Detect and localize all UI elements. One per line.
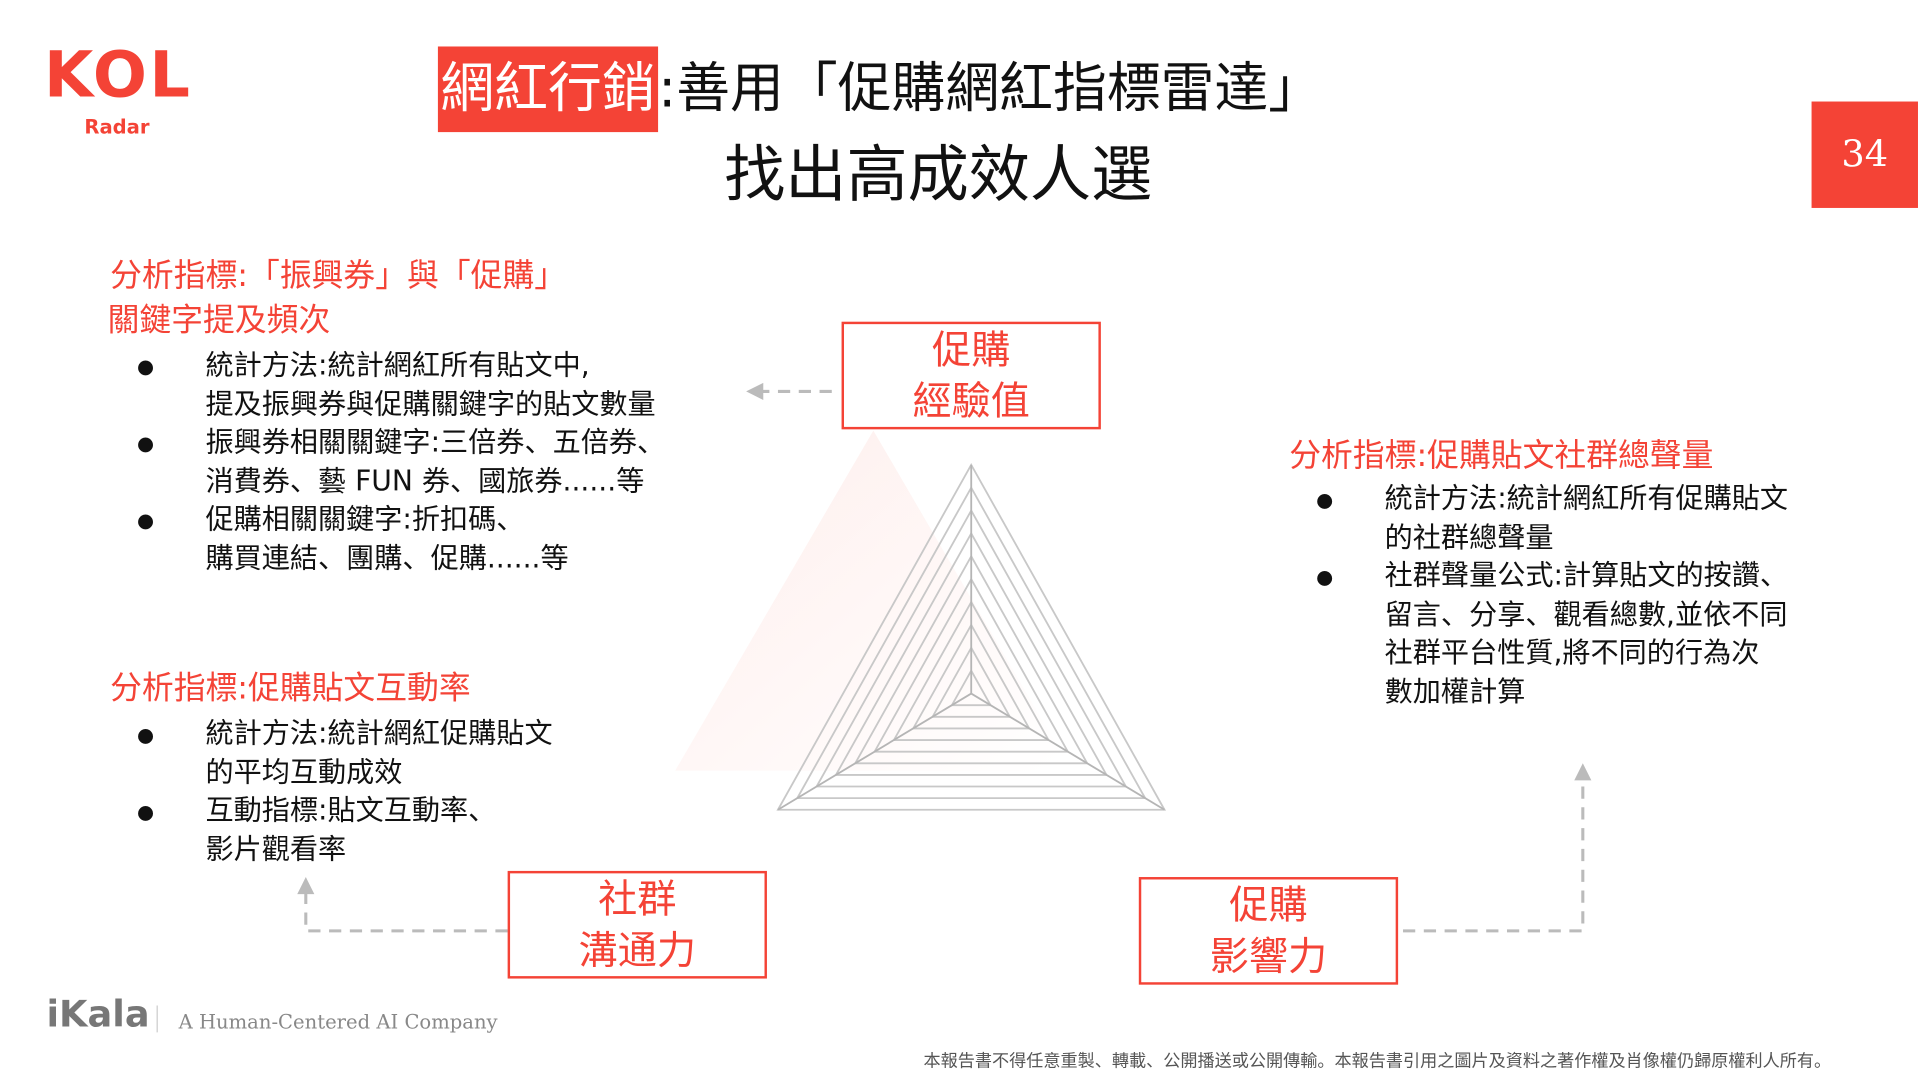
radar-ring — [815, 508, 1128, 788]
axis-box-community-communication: 社群溝通力 — [507, 870, 767, 979]
radar-ring — [911, 623, 1031, 730]
logo-brand: KOL — [44, 39, 193, 113]
radar-ring — [873, 577, 1070, 753]
axis-label-line2: 經驗值 — [912, 377, 1030, 425]
axis-label-line1: 社群 — [598, 875, 677, 923]
axis-box-purchase-influence: 促購影響力 — [1138, 877, 1399, 985]
bullet-item: 振興券相關關鍵字:三倍券、五倍券、 消費券、藝 FUN 券、國旅券......等 — [137, 424, 665, 501]
radar-ring — [892, 600, 1051, 741]
section-heading: 分析指標:「振興券」與「促購」 — [110, 258, 567, 295]
title-line-1: 網紅行銷:善用「促購網紅指標雷達」 — [437, 46, 1323, 133]
copyright-notice: 本報告書不得任意重製、轉載、公開播送或公開傳輸。本報告書引用之圖片及資料之著作權… — [923, 1051, 1832, 1072]
bullet-item: 統計方法:統計網紅所有促購貼文 的社群總聲量 — [1316, 481, 1788, 558]
section-heading: 分析指標:促購貼文社群總聲量 — [1289, 437, 1714, 475]
axis-label-line1: 促購 — [1229, 881, 1308, 929]
section-social-volume: 分析指標:促購貼文社群總聲量 統計方法:統計網紅所有促購貼文 的社群總聲量 社群… — [1289, 434, 1788, 712]
section-keyword-frequency: 分析指標:「振興券」與「促購」 關鍵字提及頻次 統計方法:統計網紅所有貼文中, … — [107, 254, 665, 579]
axis-label-line2: 影響力 — [1209, 933, 1328, 980]
section-engagement-rate: 分析指標:促購貼文互動率 統計方法:統計網紅促購貼文 的平均互動成效 互動指標:… — [110, 667, 552, 870]
footer-divider — [156, 1005, 158, 1033]
radar-ring — [931, 645, 1012, 718]
axis-label-line2: 溝通力 — [578, 927, 697, 974]
radar-ring — [834, 531, 1109, 776]
radar-ring — [853, 554, 1089, 765]
title-line-2: 找出高成效人選 — [724, 139, 1153, 211]
bullet-item: 統計方法:統計網紅促購貼文 的平均互動成效 — [137, 716, 553, 793]
axis-box-purchase-experience: 促購經驗值 — [841, 321, 1101, 430]
title-highlight: 網紅行銷 — [437, 46, 659, 133]
dashed-arrows — [304, 389, 1585, 933]
radar-ring — [950, 668, 993, 707]
bullet-item: 促購相關關鍵字:折扣碼、 購買連結、團購、促購......等 — [137, 502, 665, 579]
section-heading: 分析指標:促購貼文互動率 — [110, 670, 471, 708]
title-rest: :善用「促購網紅指標雷達」 — [658, 57, 1323, 120]
radar-ring — [795, 485, 1147, 800]
axis-label-line1: 促購 — [932, 326, 1011, 374]
bullet-item: 互動指標:貼文互動率、 影片觀看率 — [137, 793, 553, 870]
ikala-logo: iKala — [46, 993, 150, 1037]
radar-spokes — [777, 464, 1165, 811]
radar-ring — [776, 462, 1167, 811]
page-number: 34 — [1811, 101, 1918, 208]
bullet-item: 統計方法:統計網紅所有貼文中, 提及振興券與促購關鍵字的貼文數量 — [137, 347, 665, 424]
radar-shadow — [675, 430, 1072, 771]
kol-radar-logo: KOL Radar — [44, 44, 197, 142]
logo-sub: Radar — [84, 114, 150, 139]
section-heading: 關鍵字提及頻次 — [107, 302, 331, 339]
bullet-item: 社群聲量公式:計算貼文的按讚、 留言、分享、觀看總數,並依不同 社群平台性質,將… — [1316, 558, 1788, 712]
ikala-tagline: A Human-Centered AI Company — [178, 1010, 498, 1034]
arrow-heads — [297, 382, 1592, 895]
radar-grid — [776, 462, 1167, 811]
